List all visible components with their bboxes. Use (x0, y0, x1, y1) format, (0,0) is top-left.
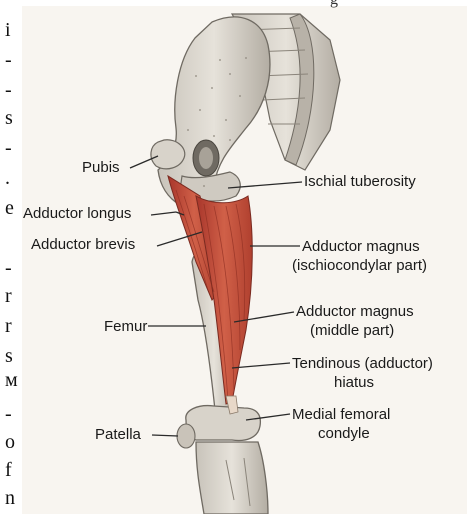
label-adductor-magnus-ischiocondylar-2: (ischiocondylar part) (292, 257, 427, 275)
label-adductor-brevis: Adductor brevis (31, 236, 135, 254)
adductor-muscles (168, 176, 252, 414)
label-pubis: Pubis (82, 159, 120, 177)
label-medial-femoral-condyle-1: Medial femoral (292, 406, 390, 424)
label-tendinous-hiatus-2: hiatus (334, 374, 374, 392)
label-adductor-magnus-ischiocondylar-1: Adductor magnus (302, 238, 420, 256)
label-tendinous-hiatus-1: Tendinous (adductor) (292, 355, 433, 373)
label-adductor-magnus-middle-2: (middle part) (310, 322, 394, 340)
label-femur: Femur (104, 318, 147, 336)
label-medial-femoral-condyle-2: condyle (318, 425, 370, 443)
label-adductor-magnus-middle-1: Adductor magnus (296, 303, 414, 321)
label-patella: Patella (95, 426, 141, 444)
label-ischial-tuberosity: Ischial tuberosity (304, 173, 416, 191)
label-adductor-longus: Adductor longus (23, 205, 131, 223)
